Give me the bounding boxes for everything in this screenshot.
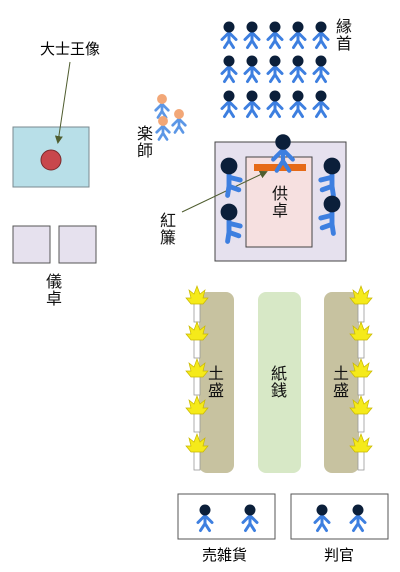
relative-person: [243, 90, 261, 118]
curtain-label: 紅簾: [159, 211, 176, 247]
relative-person: [220, 21, 238, 49]
people-layer: [154, 21, 367, 532]
paper-money-area: [258, 292, 301, 473]
torch-right: [349, 358, 373, 396]
musician-person: [154, 94, 170, 119]
curtain-pointer-arrow: [181, 170, 268, 213]
relative-person: [312, 55, 330, 83]
musician-person: [155, 116, 171, 141]
soil-left-label: 土盛: [207, 364, 224, 400]
relative-person: [312, 21, 330, 49]
soil-mound-right: [324, 292, 359, 473]
paper-money-label: 紙銭: [270, 364, 287, 400]
officials-label: 判官: [324, 546, 355, 564]
relative-person: [266, 55, 284, 83]
vendors-label: 売雑貨: [202, 546, 248, 564]
musician-person: [171, 109, 187, 134]
torch-left: [185, 358, 209, 396]
relative-person: [289, 55, 307, 83]
torch-left: [185, 321, 209, 359]
vendors-booth: [177, 493, 276, 540]
vendor-person: [241, 504, 259, 532]
attendant-right-person: [318, 157, 341, 198]
musicians-label: 楽師: [136, 124, 153, 160]
attendant-right-person: [318, 195, 341, 236]
ritual-table-right: [58, 225, 97, 264]
statue-dot: [40, 149, 62, 171]
attendant-left-person: [220, 157, 243, 198]
torch-left: [185, 433, 209, 471]
relative-person: [243, 55, 261, 83]
relative-person: [220, 55, 238, 83]
relative-person: [243, 21, 261, 49]
ritual-table-label: 儀卓: [45, 272, 62, 308]
soil-right-label: 土盛: [332, 364, 349, 400]
torch-left: [185, 395, 209, 433]
relative-person: [220, 90, 238, 118]
soil-mound-left: [199, 292, 234, 473]
statue-pointer-arrow: [54, 61, 71, 144]
official-person: [349, 504, 367, 532]
torch-right: [349, 433, 373, 471]
relative-person: [312, 90, 330, 118]
torch-right: [349, 395, 373, 433]
torch-right: [349, 321, 373, 359]
offering-table: [245, 156, 313, 248]
offering-table-label: 供卓: [271, 184, 288, 220]
official-person: [313, 504, 331, 532]
relative-person: [289, 90, 307, 118]
relative-person: [266, 21, 284, 49]
statue-label: 大士王像: [40, 40, 101, 58]
attendant-left-person: [220, 203, 243, 244]
torch-right: [349, 285, 373, 323]
officials-booth: [290, 493, 389, 540]
relative-person: [266, 90, 284, 118]
torch-layer: [185, 285, 373, 471]
vendor-person: [196, 504, 214, 532]
ritual-table-left: [12, 225, 51, 264]
relative-person: [289, 21, 307, 49]
priest-person: [271, 134, 295, 173]
relatives-label: 縁首: [335, 17, 352, 53]
